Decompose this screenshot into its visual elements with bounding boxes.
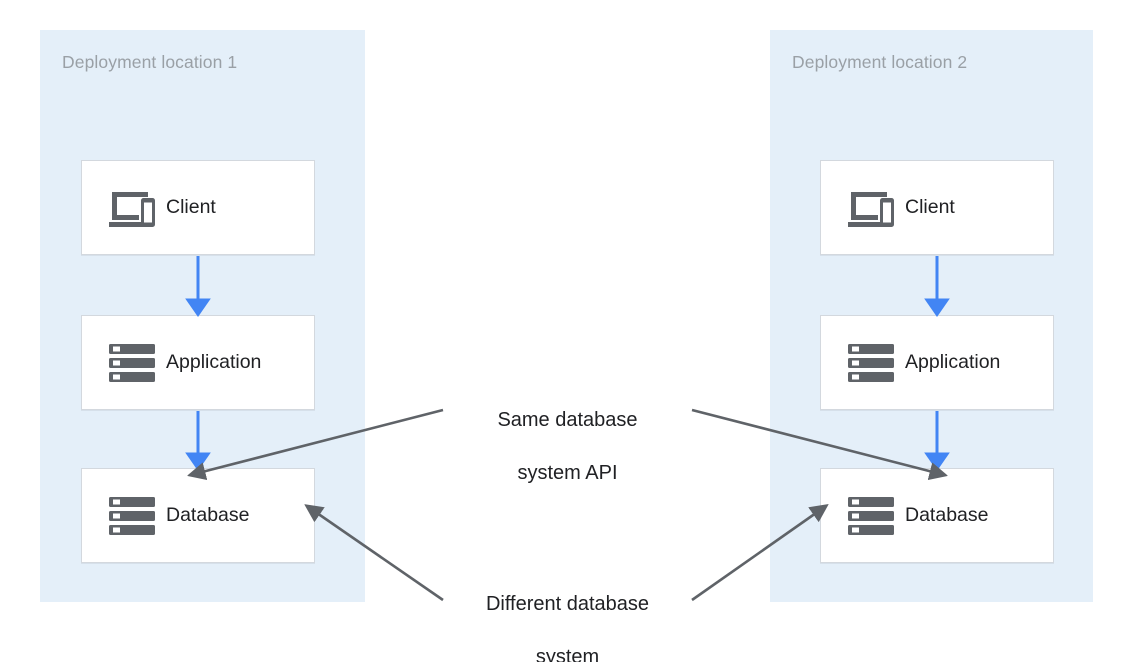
node-label-database-1: Database <box>166 504 250 526</box>
server-icon <box>100 343 164 383</box>
server-icon <box>839 343 903 383</box>
deployment-location-1-title: Deployment location 1 <box>62 52 238 72</box>
server-icon <box>100 496 164 536</box>
annotation-same-api-line-2: system API <box>517 462 618 485</box>
annotation-same-database-system-api: Same database system API <box>443 381 692 513</box>
node-label-application-1: Application <box>166 351 262 373</box>
annotation-different-database-system: Different database system <box>443 565 692 662</box>
node-database-1[interactable]: Database <box>81 468 315 563</box>
node-label-client-2: Client <box>905 196 955 218</box>
server-icon <box>839 496 903 536</box>
annotation-different-system-line-2: system <box>535 646 600 662</box>
node-client-1[interactable]: Client <box>81 160 315 255</box>
node-application-2[interactable]: Application <box>820 315 1054 410</box>
node-label-database-2: Database <box>905 504 989 526</box>
devices-icon <box>100 189 164 227</box>
deployment-location-2-title: Deployment location 2 <box>792 52 968 72</box>
node-client-2[interactable]: Client <box>820 160 1054 255</box>
node-application-1[interactable]: Application <box>81 315 315 410</box>
annotation-same-api-line-1: Same database <box>497 409 638 432</box>
annotation-different-system-line-1: Different database <box>485 593 650 616</box>
devices-icon <box>839 189 903 227</box>
node-database-2[interactable]: Database <box>820 468 1054 563</box>
node-label-client-1: Client <box>166 196 216 218</box>
node-label-application-2: Application <box>905 351 1001 373</box>
